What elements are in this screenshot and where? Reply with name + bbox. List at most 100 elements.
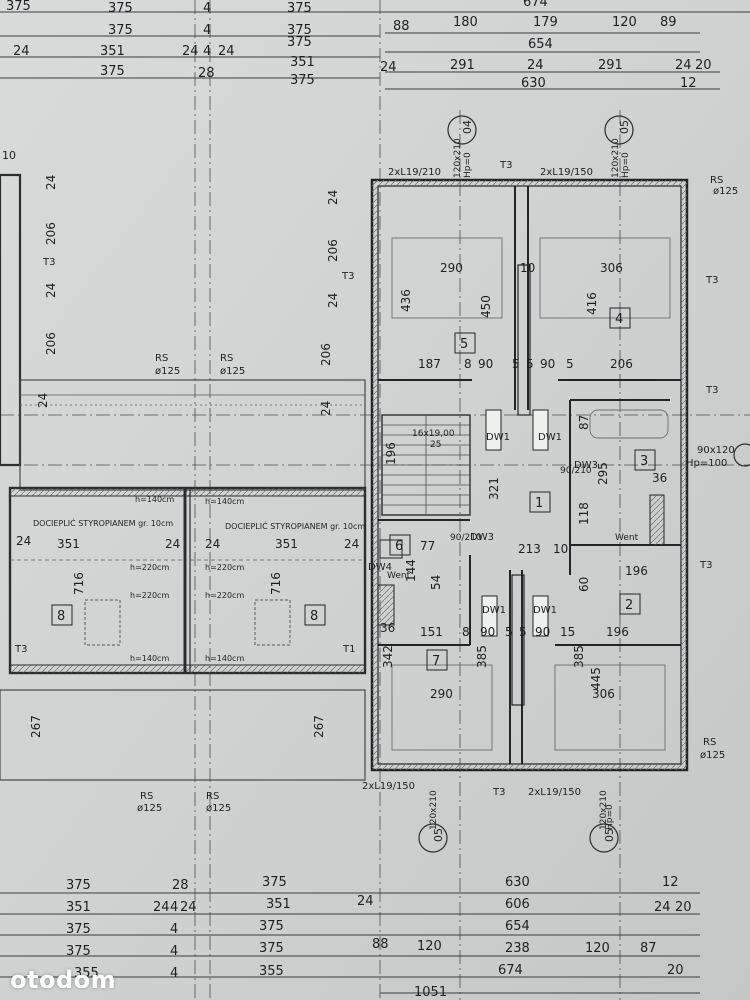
- svg-text:87: 87: [640, 941, 657, 956]
- svg-text:355: 355: [74, 966, 99, 981]
- svg-text:206: 206: [326, 239, 340, 262]
- svg-text:375: 375: [66, 878, 91, 893]
- room-number: 7: [432, 654, 440, 669]
- svg-text:36: 36: [652, 471, 667, 485]
- svg-text:2xL19/210: 2xL19/210: [388, 167, 441, 178]
- svg-text:DW3: DW3: [470, 532, 494, 543]
- svg-text:2xL19/150: 2xL19/150: [528, 787, 581, 798]
- svg-text:77: 77: [420, 539, 435, 553]
- svg-text:120x210: 120x210: [611, 138, 621, 178]
- svg-text:24: 24: [13, 44, 30, 59]
- svg-text:RS: RS: [140, 791, 153, 802]
- svg-text:25: 25: [430, 440, 441, 450]
- svg-text:206: 206: [319, 343, 333, 366]
- svg-text:375: 375: [108, 23, 133, 38]
- svg-text:144: 144: [404, 559, 418, 582]
- svg-text:180: 180: [453, 15, 478, 30]
- svg-text:24: 24: [180, 900, 197, 915]
- svg-text:187: 187: [418, 357, 441, 371]
- svg-text:196: 196: [384, 442, 398, 465]
- svg-text:88: 88: [393, 19, 410, 34]
- svg-text:375: 375: [108, 1, 133, 16]
- svg-text:24: 24: [44, 283, 58, 298]
- svg-text:DW1: DW1: [538, 432, 562, 443]
- svg-text:5: 5: [505, 625, 513, 639]
- svg-text:24: 24: [165, 537, 180, 551]
- otodom-watermark: otodom: [10, 966, 117, 994]
- svg-text:h=220cm: h=220cm: [205, 563, 244, 572]
- svg-text:120: 120: [417, 939, 442, 954]
- svg-text:206: 206: [44, 332, 58, 355]
- svg-text:416: 416: [585, 292, 599, 315]
- svg-text:375: 375: [66, 922, 91, 937]
- svg-text:375: 375: [287, 35, 312, 50]
- svg-text:05: 05: [603, 828, 616, 842]
- svg-text:2xL19/150: 2xL19/150: [540, 167, 593, 178]
- svg-text:606: 606: [505, 897, 530, 912]
- svg-text:12: 12: [680, 76, 697, 91]
- svg-text:90/210: 90/210: [560, 466, 592, 476]
- svg-text:T3: T3: [699, 560, 712, 571]
- main-building: [370, 178, 689, 772]
- svg-text:151: 151: [420, 625, 443, 639]
- room-number: 6: [395, 539, 403, 554]
- svg-text:10: 10: [553, 542, 568, 556]
- svg-text:1051: 1051: [414, 985, 447, 1000]
- svg-text:290: 290: [440, 261, 463, 275]
- svg-text:206: 206: [610, 357, 633, 371]
- svg-text:28: 28: [198, 66, 215, 81]
- svg-text:8: 8: [462, 625, 470, 639]
- svg-text:20: 20: [675, 900, 692, 915]
- svg-text:238: 238: [505, 941, 530, 956]
- svg-text:654: 654: [528, 37, 553, 52]
- svg-text:5: 5: [519, 625, 527, 639]
- svg-text:291: 291: [598, 58, 623, 73]
- svg-text:90: 90: [478, 357, 493, 371]
- svg-text:24: 24: [654, 900, 671, 915]
- svg-text:24: 24: [182, 44, 199, 59]
- room-number: 8: [57, 609, 65, 624]
- svg-text:Went: Went: [387, 571, 411, 581]
- svg-text:T3: T3: [499, 160, 512, 171]
- svg-text:351: 351: [100, 44, 125, 59]
- svg-text:375: 375: [259, 919, 284, 934]
- svg-text:375: 375: [287, 23, 312, 38]
- svg-text:20: 20: [667, 963, 684, 978]
- svg-text:24: 24: [344, 537, 359, 551]
- svg-text:DOCIEPLIĆ STYROPIANEM gr. 10cm: DOCIEPLIĆ STYROPIANEM gr. 10cm: [225, 520, 365, 531]
- svg-text:Went: Went: [615, 533, 639, 543]
- room-number: 2: [625, 598, 633, 613]
- room-number: 8: [310, 609, 318, 624]
- svg-text:24: 24: [36, 393, 50, 408]
- svg-text:DW1: DW1: [482, 605, 506, 616]
- svg-text:h=220cm: h=220cm: [130, 591, 169, 600]
- svg-text:h=220cm: h=220cm: [130, 563, 169, 572]
- svg-text:267: 267: [29, 715, 43, 738]
- svg-text:24: 24: [16, 534, 31, 548]
- svg-text:36: 36: [380, 621, 395, 635]
- svg-text:351: 351: [266, 897, 291, 912]
- svg-text:196: 196: [625, 564, 648, 578]
- svg-text:24: 24: [675, 58, 692, 73]
- left-annex: [0, 173, 367, 781]
- svg-text:24: 24: [326, 190, 340, 205]
- svg-text:T1: T1: [342, 644, 355, 655]
- svg-text:87: 87: [577, 415, 591, 430]
- svg-text:206: 206: [44, 222, 58, 245]
- dim: 375: [6, 0, 31, 14]
- svg-text:DW4: DW4: [368, 562, 392, 573]
- svg-text:04: 04: [461, 120, 474, 134]
- svg-text:24: 24: [205, 537, 220, 551]
- svg-text:8: 8: [464, 357, 472, 371]
- svg-text:12: 12: [662, 875, 679, 890]
- svg-text:4: 4: [203, 23, 211, 38]
- svg-text:T3: T3: [705, 275, 718, 286]
- bottom-dimension-lines: [0, 892, 700, 994]
- svg-text:DW3: DW3: [574, 460, 598, 471]
- svg-text:179: 179: [533, 15, 558, 30]
- svg-text:716: 716: [72, 572, 86, 595]
- svg-text:28: 28: [172, 878, 189, 893]
- svg-text:Hp=0: Hp=0: [605, 804, 615, 830]
- room-number: 1: [535, 496, 543, 511]
